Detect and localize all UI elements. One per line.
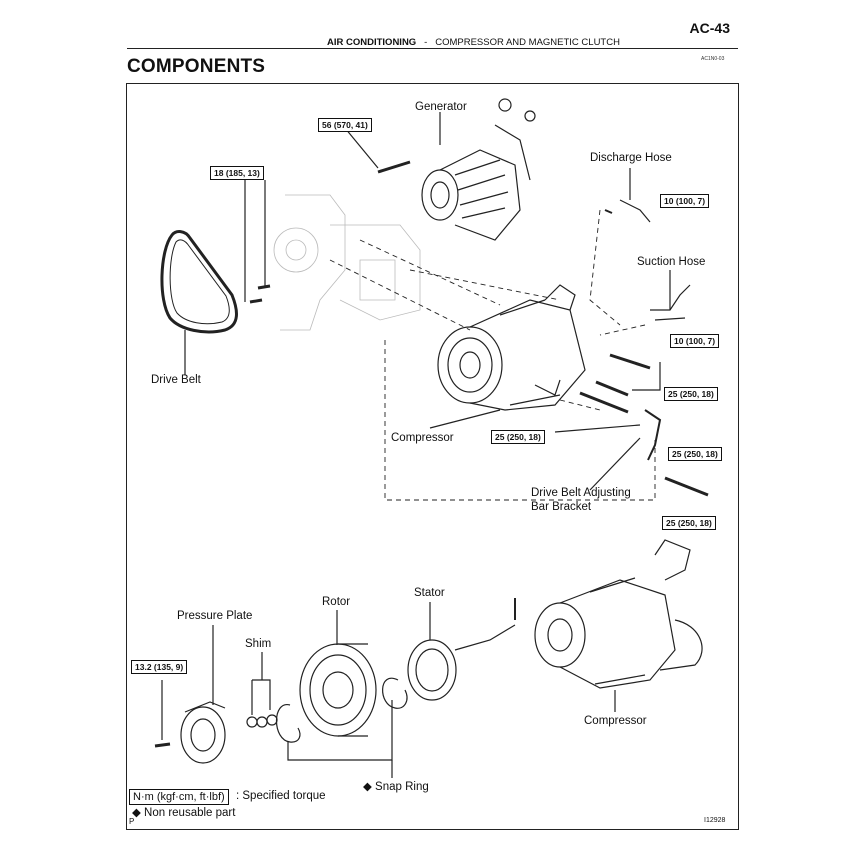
page-number: AC-43 [689,20,730,36]
compressor-bottom-drawing [534,539,703,689]
torque-bracket-nut: 25 (250, 18) [668,447,722,461]
label-drive-belt-bracket-1: Drive Belt Adjusting [531,487,631,499]
label-pressure-plate: Pressure Plate [177,610,253,622]
torque-pressure-plate-bolt: 13.2 (135, 9) [131,660,188,674]
torque-suction-hose: 10 (100, 7) [670,334,720,348]
rotor-drawing [299,643,377,737]
generator-drawing [421,98,536,241]
torque-bracket-bolt: 18 (185, 13) [210,166,264,180]
torque-compressor-bolt-1: 25 (250, 18) [664,387,718,401]
doc-code: AC1N0-03 [701,56,725,62]
torque-generator-bolt: 56 (570, 41) [318,118,372,132]
engine-ghost-drawing [273,194,421,331]
torque-bracket-bolt-long: 25 (250, 18) [662,516,716,530]
section-header: AIR CONDITIONING - COMPRESSOR AND MAGNET… [327,37,620,48]
page-title: COMPONENTS [127,56,266,77]
label-suction-hose: Suction Hose [637,256,706,268]
figure-number: I12928 [704,817,726,824]
legend-non-reusable: ◆ Non reusable part [132,807,236,819]
label-stator: Stator [414,587,445,599]
label-compressor-bottom: Compressor [584,715,647,727]
section-separator: - [424,37,428,48]
section-sub: COMPRESSOR AND MAGNETIC CLUTCH [435,37,620,48]
torque-compressor-bolt-2: 25 (250, 18) [491,430,545,444]
label-drive-belt: Drive Belt [151,374,201,386]
label-rotor: Rotor [322,596,351,608]
p-mark: P [129,817,135,826]
label-compressor-top: Compressor [391,432,454,444]
drive-belt-drawing [160,230,238,334]
legend-unit-box: N·m (kgf·cm, ft·lbf) [129,789,229,805]
stator-drawing [407,598,516,701]
torque-discharge-hose: 10 (100, 7) [660,194,710,208]
pressure-plate-drawing [180,701,226,764]
diagram-frame [126,83,739,830]
label-snap-ring: ◆ Snap Ring [363,781,429,793]
label-drive-belt-bracket-2: Bar Bracket [531,501,592,513]
label-discharge-hose: Discharge Hose [590,152,672,164]
label-generator: Generator [415,101,467,113]
label-shim: Shim [245,638,272,650]
legend-specified-torque: : Specified torque [236,790,326,802]
header-rule [127,48,738,49]
section-main: AIR CONDITIONING [327,37,417,48]
compressor-top-drawing [437,284,586,411]
